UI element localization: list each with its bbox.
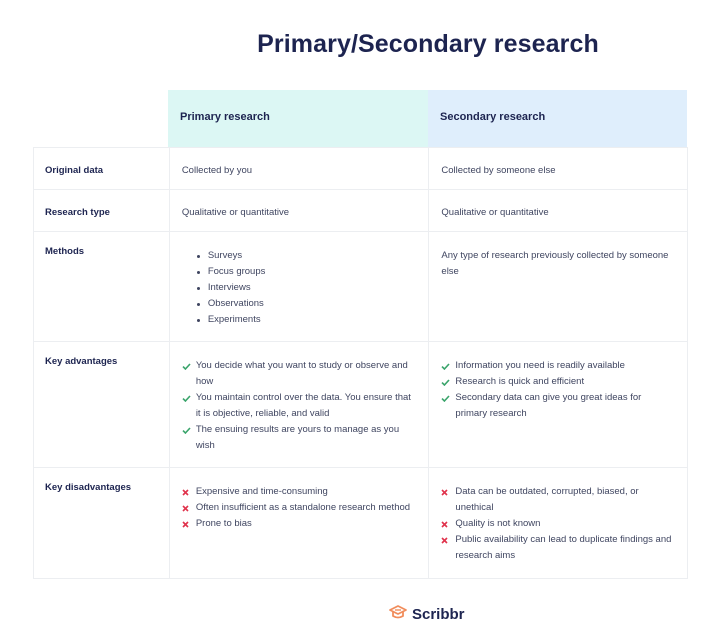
check-icon bbox=[441, 374, 451, 390]
primary-cell: You decide what you want to study or obs… bbox=[168, 342, 429, 467]
secondary-cell: Information you need is readily availabl… bbox=[428, 342, 687, 467]
check-icon bbox=[441, 390, 451, 406]
list-item: Quality is not known bbox=[441, 516, 675, 532]
list-item: Secondary data can give you great ideas … bbox=[441, 390, 675, 422]
cross-icon bbox=[182, 516, 192, 532]
header-primary-research: Primary research bbox=[168, 90, 428, 147]
list-item: Expensive and time-consuming bbox=[182, 484, 417, 500]
scribbr-logo: Scribbr bbox=[388, 604, 465, 625]
graduation-cap-icon bbox=[388, 604, 408, 625]
advantages-list: You decide what you want to study or obs… bbox=[182, 354, 417, 454]
list-item: Prone to bias bbox=[182, 516, 417, 532]
list-item: Information you need is readily availabl… bbox=[441, 358, 675, 374]
primary-cell: Expensive and time-consuming Often insuf… bbox=[168, 468, 429, 578]
list-item: You maintain control over the data. You … bbox=[182, 390, 417, 422]
list-item: Public availability can lead to duplicat… bbox=[441, 532, 675, 564]
primary-cell: Surveys Focus groups Interviews Observat… bbox=[168, 232, 429, 341]
list-item: Surveys bbox=[196, 248, 417, 264]
secondary-cell: Data can be outdated, corrupted, biased,… bbox=[428, 468, 687, 578]
secondary-cell: Qualitative or quantitative bbox=[428, 190, 687, 231]
header-secondary-research: Secondary research bbox=[428, 90, 687, 147]
bullet-icon bbox=[196, 255, 200, 258]
methods-list: Surveys Focus groups Interviews Observat… bbox=[182, 244, 417, 328]
primary-cell: Collected by you bbox=[168, 148, 429, 189]
primary-cell: Qualitative or quantitative bbox=[168, 190, 429, 231]
list-item: Interviews bbox=[196, 280, 417, 296]
list-item: The ensuing results are yours to manage … bbox=[182, 422, 417, 454]
cross-icon bbox=[182, 500, 192, 516]
table-row-key-advantages: Key advantages You decide what you want … bbox=[33, 342, 688, 468]
cross-icon bbox=[441, 532, 451, 548]
list-item: You decide what you want to study or obs… bbox=[182, 358, 417, 390]
cross-icon bbox=[441, 516, 451, 532]
table-header-row: Primary research Secondary research bbox=[33, 90, 688, 147]
list-item: Experiments bbox=[196, 312, 417, 328]
table-row-research-type: Research type Qualitative or quantitativ… bbox=[33, 190, 688, 232]
disadvantages-list: Data can be outdated, corrupted, biased,… bbox=[441, 480, 675, 564]
check-icon bbox=[441, 358, 451, 374]
row-label: Methods bbox=[45, 246, 85, 257]
brand-name: Scribbr bbox=[412, 606, 465, 623]
advantages-list: Information you need is readily availabl… bbox=[441, 354, 675, 422]
secondary-cell: Any type of research previously collecte… bbox=[428, 232, 687, 341]
cross-icon bbox=[182, 484, 192, 500]
table-row-key-disadvantages: Key disadvantages Expensive and time-con… bbox=[33, 468, 688, 579]
list-item: Often insufficient as a standalone resea… bbox=[182, 500, 417, 516]
bullet-icon bbox=[196, 287, 200, 290]
page-title: Primary/Secondary research bbox=[257, 30, 599, 58]
check-icon bbox=[182, 358, 192, 374]
header-empty-cell bbox=[33, 90, 168, 147]
list-item: Observations bbox=[196, 296, 417, 312]
table-row-original-data: Original data Collected by you Collected… bbox=[33, 147, 688, 190]
secondary-cell: Collected by someone else bbox=[428, 148, 687, 189]
row-label: Key advantages bbox=[45, 356, 118, 367]
list-item: Focus groups bbox=[196, 264, 417, 280]
bullet-icon bbox=[196, 319, 200, 322]
bullet-icon bbox=[196, 271, 200, 274]
check-icon bbox=[182, 422, 192, 438]
check-icon bbox=[182, 390, 192, 406]
disadvantages-list: Expensive and time-consuming Often insuf… bbox=[182, 480, 417, 532]
list-item: Data can be outdated, corrupted, biased,… bbox=[441, 484, 675, 516]
comparison-table: Primary research Secondary research Orig… bbox=[33, 90, 688, 579]
row-label: Key disadvantages bbox=[45, 482, 132, 493]
row-label: Original data bbox=[45, 165, 104, 176]
cross-icon bbox=[441, 484, 451, 500]
bullet-icon bbox=[196, 303, 200, 306]
row-label: Research type bbox=[45, 207, 110, 218]
list-item: Research is quick and efficient bbox=[441, 374, 675, 390]
table-row-methods: Methods Surveys Focus groups Interviews … bbox=[33, 232, 688, 342]
